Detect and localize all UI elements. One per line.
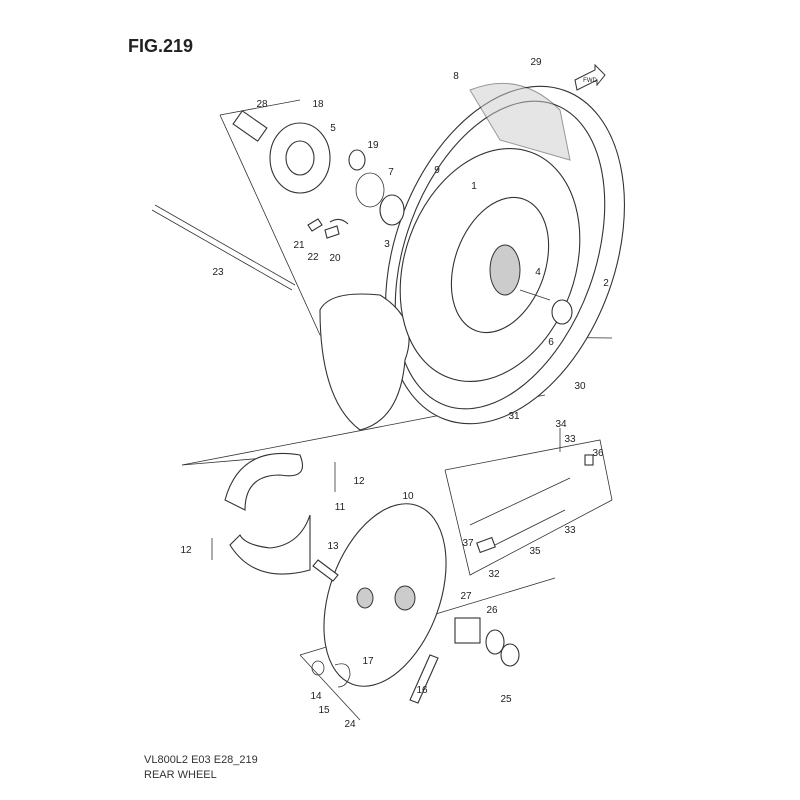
callout-26: 26 <box>486 605 498 616</box>
callout-11: 11 <box>335 502 346 513</box>
callout-19: 19 <box>367 140 379 151</box>
callout-9: 9 <box>434 165 440 176</box>
callout-34: 34 <box>555 419 567 430</box>
callout-8: 8 <box>453 71 459 82</box>
brake-rod <box>469 428 594 554</box>
callout-18: 18 <box>312 99 324 110</box>
callout-29: 29 <box>530 57 542 68</box>
callout-27: 27 <box>460 591 472 602</box>
fwd-arrow-icon: FWD <box>574 63 606 91</box>
callout-6: 6 <box>548 337 554 348</box>
callout-12b: 12 <box>180 545 192 556</box>
callout-2: 2 <box>603 278 609 289</box>
callout-35: 35 <box>529 546 541 557</box>
callout-25: 25 <box>500 694 512 705</box>
brake-shoes <box>211 452 336 575</box>
callout-labels: 8 29 28 18 5 19 7 9 1 3 4 2 21 22 20 23 … <box>180 57 609 730</box>
callout-33: 33 <box>564 434 576 445</box>
callout-24: 24 <box>344 719 356 730</box>
callout-13: 13 <box>327 541 339 552</box>
callout-10: 10 <box>402 491 414 502</box>
callout-32: 32 <box>488 569 500 580</box>
callout-1: 1 <box>471 181 477 192</box>
callout-14: 14 <box>310 691 322 702</box>
callout-31: 31 <box>508 411 520 422</box>
callout-12: 12 <box>353 476 365 487</box>
figure-title: FIG.219 <box>128 36 194 56</box>
svg-text:FWD: FWD <box>583 78 597 84</box>
figure-name: REAR WHEEL <box>144 769 217 781</box>
callout-36: 36 <box>592 448 604 459</box>
callout-17: 17 <box>362 656 374 667</box>
callout-22: 22 <box>307 252 319 263</box>
callout-28: 28 <box>256 99 268 110</box>
callout-33b: 33 <box>564 525 576 536</box>
model-code: VL800L2 E03 E28_219 <box>144 754 258 766</box>
callout-4: 4 <box>535 267 541 278</box>
callout-30: 30 <box>574 381 586 392</box>
brake-panel <box>311 503 520 704</box>
callout-20: 20 <box>329 253 341 264</box>
callout-5: 5 <box>330 123 336 134</box>
wheel-hub <box>399 147 581 383</box>
callout-15: 15 <box>318 705 330 716</box>
callout-23: 23 <box>212 267 224 278</box>
callout-16: 16 <box>416 685 428 696</box>
callout-21: 21 <box>293 240 305 251</box>
callout-37: 37 <box>462 538 474 549</box>
drive-hub <box>151 110 405 291</box>
callout-7: 7 <box>388 167 394 178</box>
callout-3: 3 <box>384 239 390 250</box>
